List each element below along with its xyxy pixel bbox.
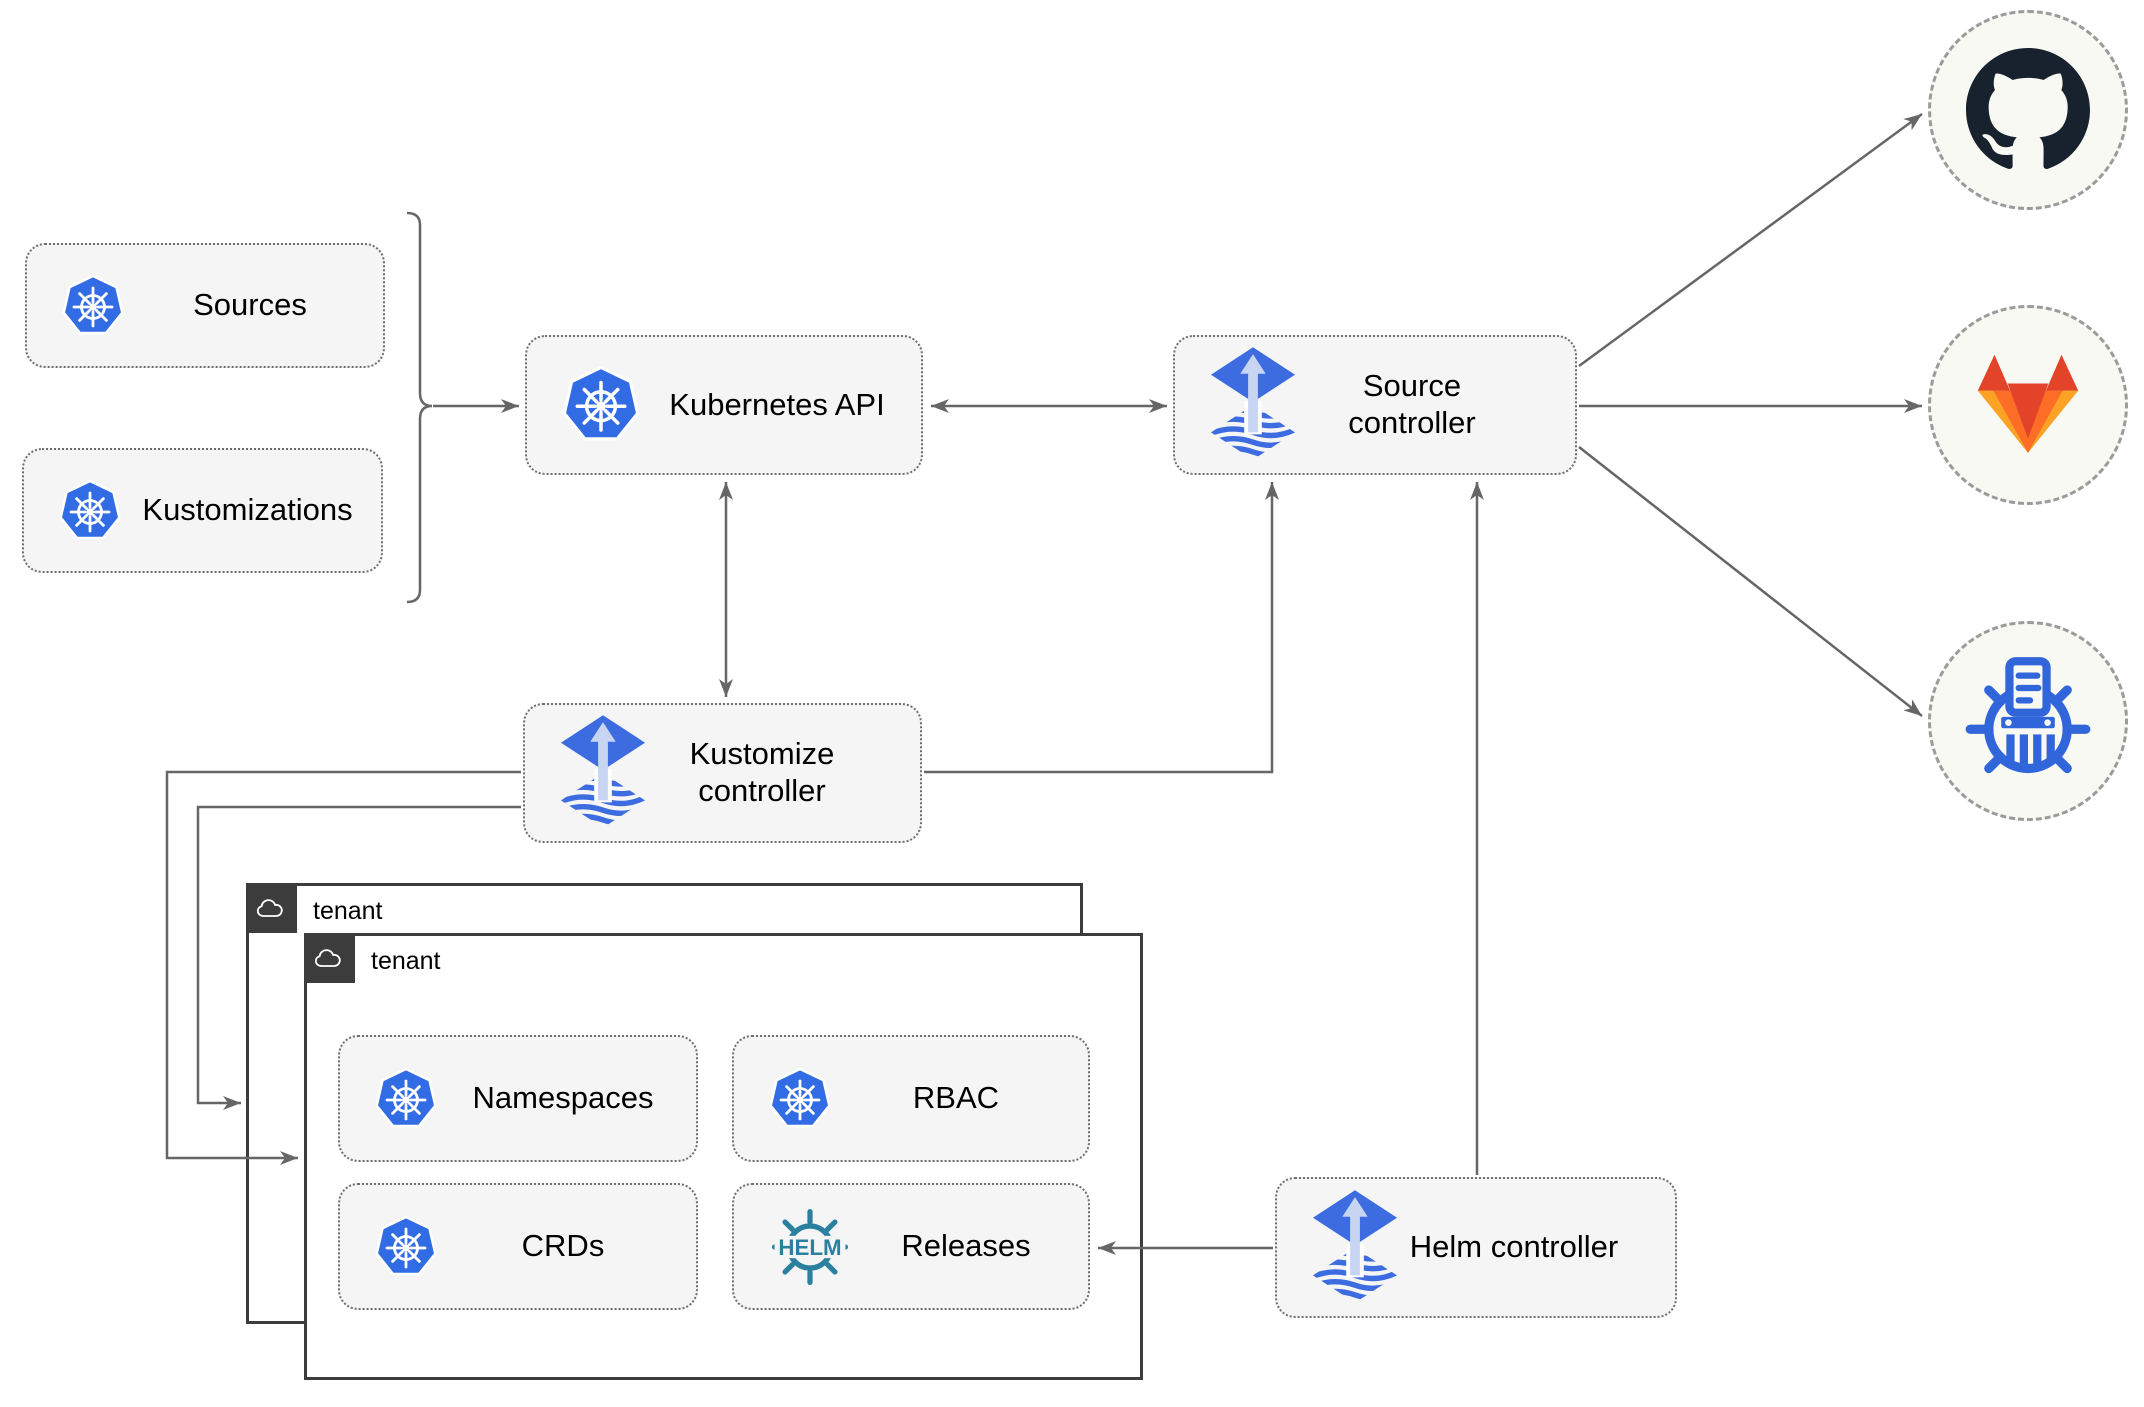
namespaces-box: Namespaces <box>338 1035 698 1162</box>
kubernetes-icon <box>768 1067 832 1131</box>
kustomize-controller-box: Kustomize controller <box>523 703 922 843</box>
crds-box: CRDs <box>338 1183 698 1310</box>
tenant-inner-tab <box>304 933 355 983</box>
kustomize-controller-label: Kustomize controller <box>689 736 835 808</box>
kubernetes-api-label: Kubernetes API <box>669 386 885 422</box>
crds-label: CRDs <box>521 1228 605 1264</box>
gitlab-icon <box>1968 350 2088 460</box>
helm-controller-label: Helm controller <box>1409 1229 1619 1265</box>
tenant-outer-tab <box>246 883 297 933</box>
releases-label: Releases <box>901 1228 1031 1264</box>
kubernetes-icon <box>561 365 641 445</box>
namespaces-label: Namespaces <box>472 1080 654 1116</box>
rbac-label: RBAC <box>912 1080 1000 1116</box>
arrow-source-controller-to-github <box>1578 112 1923 368</box>
source-controller-box: Source controller <box>1173 335 1577 475</box>
source-controller-label: Source controller <box>1348 368 1476 440</box>
tenant-inner-label: tenant <box>371 947 441 975</box>
sources-label: Sources <box>193 287 307 323</box>
kustomizations-box: Kustomizations <box>22 448 383 573</box>
helm-controller-box: Helm controller <box>1275 1177 1677 1318</box>
kubernetes-icon <box>374 1215 438 1279</box>
github-circle <box>1928 10 2128 210</box>
cloud-icon <box>314 947 346 970</box>
chartmuseum-circle <box>1928 621 2128 821</box>
kubernetes-icon <box>61 274 125 338</box>
arrow-source-controller-to-helm-repository <box>1578 446 1923 717</box>
gitlab-circle <box>1928 305 2128 505</box>
sources-box: Sources <box>25 243 385 368</box>
releases-box: Releases <box>732 1183 1090 1310</box>
flux-icon <box>1209 346 1297 464</box>
tenant-outer-label: tenant <box>313 897 383 925</box>
brace-sources-kustomizations <box>406 211 433 604</box>
rbac-box: RBAC <box>732 1035 1090 1162</box>
kubernetes-icon <box>374 1067 438 1131</box>
kustomizations-label: Kustomizations <box>142 492 353 528</box>
kubernetes-icon <box>58 479 122 543</box>
cloud-icon <box>256 897 288 920</box>
kubernetes-api-box: Kubernetes API <box>525 335 923 475</box>
helm-repository-icon <box>1962 655 2094 787</box>
flux-icon <box>1311 1189 1399 1307</box>
helm-icon <box>768 1205 852 1289</box>
arrow-kustomize-controller-to-source-controller <box>924 482 1279 774</box>
github-icon <box>1966 48 2090 172</box>
flux-icon <box>559 714 647 832</box>
